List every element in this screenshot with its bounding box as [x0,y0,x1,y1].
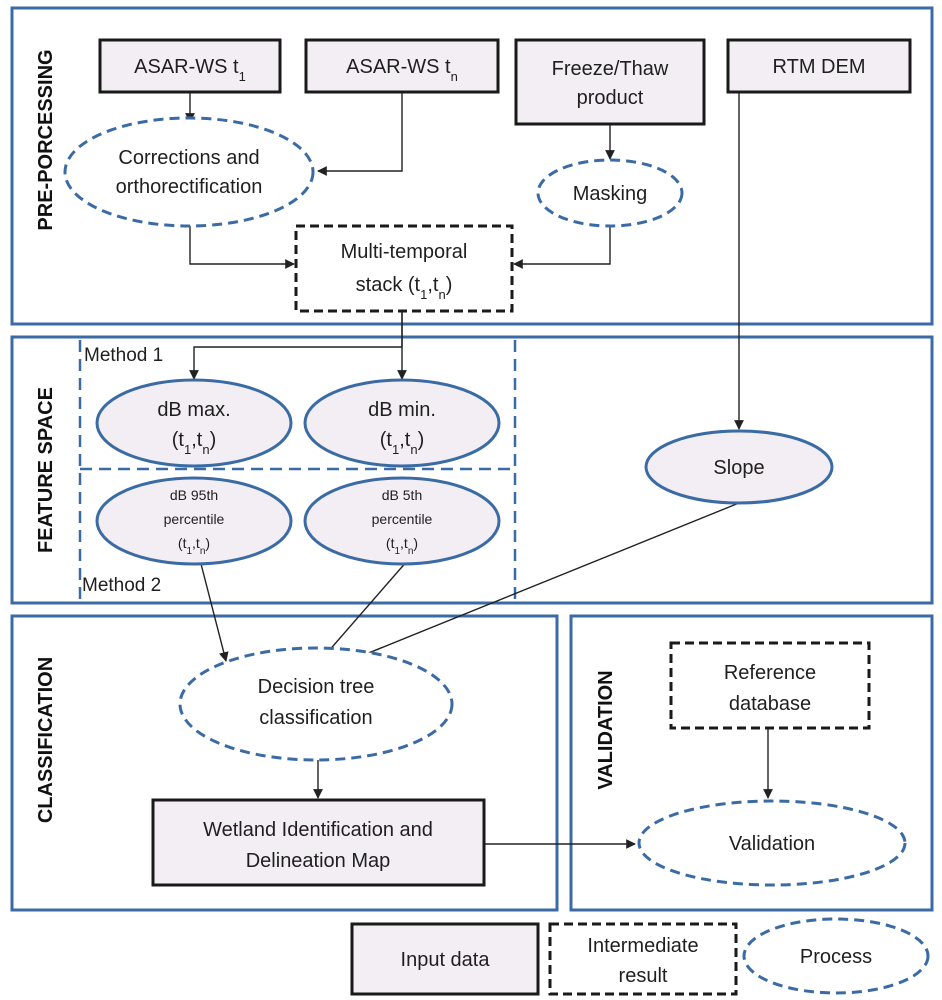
svg-text:orthorectification: orthorectification [116,176,263,198]
validation-node: Validation [637,799,907,887]
svg-text:ASAR-WS t1: ASAR-WS t1 [134,56,246,84]
arrow-db95-to-decision-tree [199,559,229,662]
asar-ws-tn-node: ASAR-WS tn [304,38,500,94]
masking-node: Masking [536,158,684,228]
svg-text:(t1,tn): (t1,tn) [386,535,418,557]
preprocessing-section-label: PRE-PORCESSING [35,49,57,230]
svg-text:dB min.: dB min. [368,399,436,421]
legend: Input data Intermediate result Process [350,917,930,996]
arrow-asar-tn-to-corrections [317,92,403,176]
decision-tree-node: Decision tree classification [178,646,454,762]
arrow-stack-to-db-max [189,311,403,380]
freeze-thaw-node: Freeze/Thaw product [514,38,706,126]
multi-temporal-stack-node: Multi-temporal stack (t1,tn) [294,224,514,313]
svg-text:dB max.: dB max. [157,399,230,421]
svg-text:Freeze/Thaw: Freeze/Thaw [552,58,669,80]
svg-text:Reference: Reference [724,662,816,684]
svg-text:Corrections and: Corrections and [118,147,259,169]
svg-text:percentile: percentile [164,511,225,527]
db-min-node: dB min. (t1,tn) [303,378,501,468]
svg-text:Masking: Masking [573,183,647,205]
legend-intermediate-result: Intermediate result [548,922,738,996]
svg-text:Validation: Validation [729,833,815,855]
arrow-db5-to-decision-tree [319,559,409,662]
svg-text:dB 5th: dB 5th [382,487,422,503]
svg-text:Process: Process [800,946,872,968]
svg-text:Input data: Input data [401,949,491,971]
db-95th-percentile-node: dB 95th percentile (t1,tn) [95,476,293,566]
svg-text:Wetland Identification and: Wetland Identification and [203,819,433,841]
svg-text:Multi-temporal: Multi-temporal [341,241,468,263]
legend-process: Process [742,917,930,995]
svg-text:(t1,tn): (t1,tn) [172,429,216,457]
arrow-slope-to-decision-tree [333,502,740,669]
svg-text:result: result [619,965,668,987]
svg-text:dB 95th: dB 95th [170,487,218,503]
legend-input-data: Input data [350,922,540,996]
validation-section-label: VALIDATION [595,670,617,789]
svg-text:stack (t1,tn): stack (t1,tn) [356,274,453,302]
svg-text:Slope: Slope [713,457,764,479]
classification-panel [10,614,559,912]
asar-ws-t1-node: ASAR-WS t1 [98,38,282,94]
arrow-corrections-to-stack [189,226,295,269]
svg-text:ASAR-WS tn: ASAR-WS tn [346,56,458,84]
svg-text:(t1,tn): (t1,tn) [178,535,210,557]
svg-text:percentile: percentile [372,511,433,527]
reference-database-node: Reference database [669,641,871,730]
rtm-dem-node: RTM DEM [726,38,912,94]
slope-node: Slope [644,429,834,505]
method-2-label: Method 2 [82,575,161,596]
corrections-node: Corrections and orthorectification [63,116,315,228]
db-5th-percentile-node: dB 5th percentile (t1,tn) [303,476,501,566]
svg-text:Intermediate: Intermediate [587,935,698,957]
connectors [185,92,773,849]
svg-text:database: database [729,693,811,715]
svg-text:Decision tree: Decision tree [258,676,375,698]
svg-text:product: product [577,87,644,109]
feature-space-panel [10,335,934,605]
validation-panel [569,614,934,912]
method-1-label: Method 1 [84,345,163,366]
svg-text:classification: classification [259,707,372,729]
svg-text:(t1,tn): (t1,tn) [380,429,424,457]
svg-text:RTM DEM: RTM DEM [773,56,866,78]
svg-text:Delineation Map: Delineation Map [246,850,391,872]
arrow-masking-to-stack [513,226,611,269]
wetland-map-node: Wetland Identification and Delineation M… [151,798,486,887]
preprocessing-panel [10,6,934,326]
db-max-node: dB max. (t1,tn) [95,378,293,468]
classification-section-label: CLASSIFICATION [35,657,57,823]
feature-space-section-label: FEATURE SPACE [35,387,57,553]
